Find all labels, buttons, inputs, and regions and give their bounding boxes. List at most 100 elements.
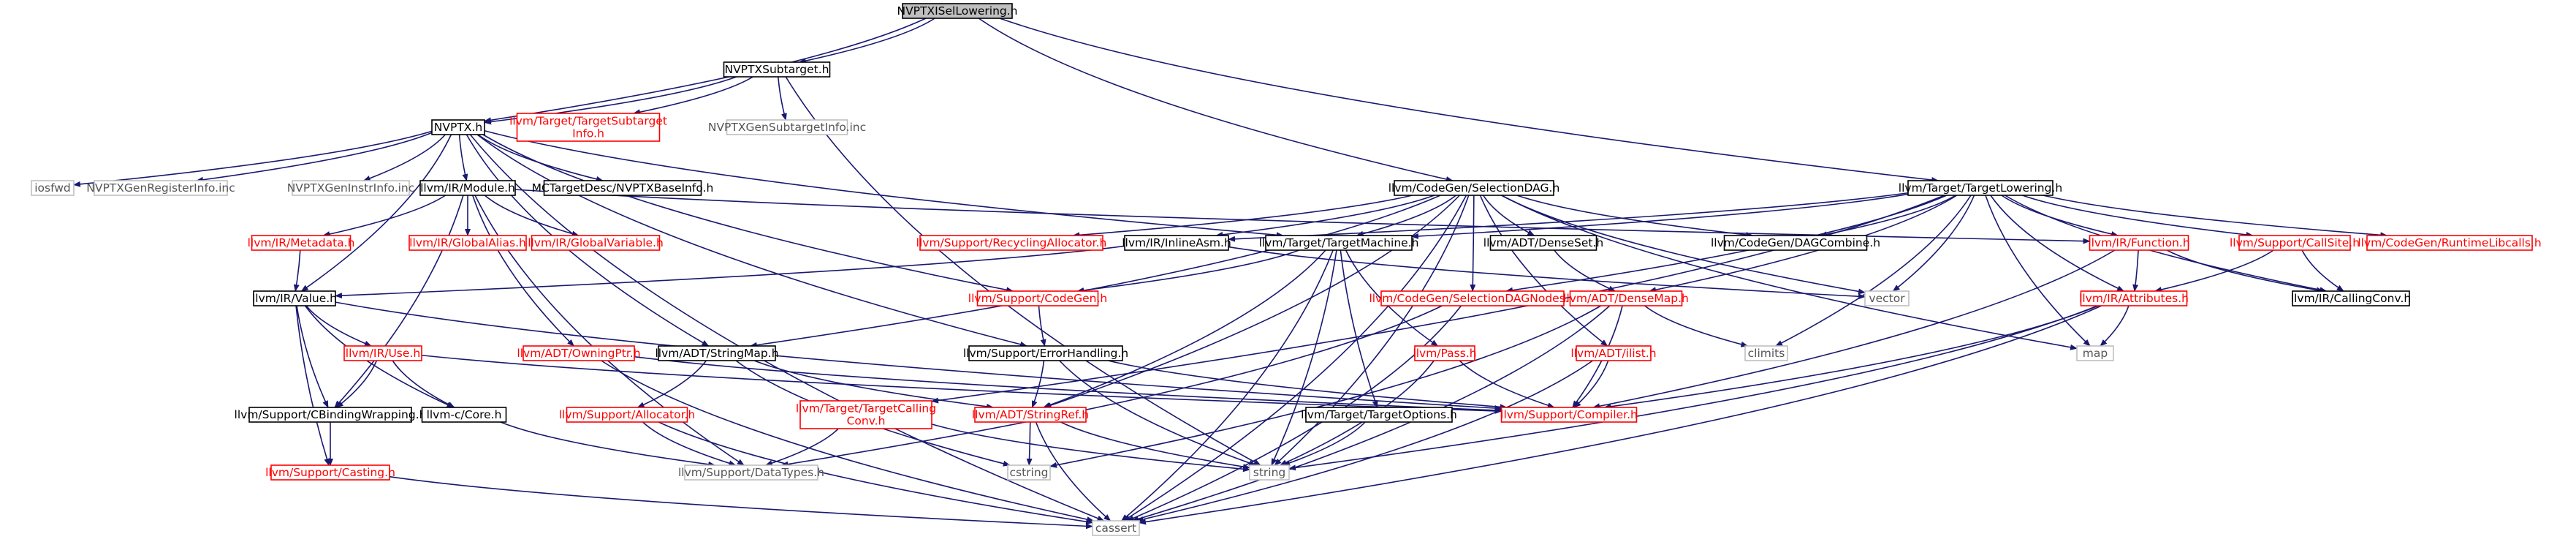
- node-label: llvm-c/Core.h: [427, 408, 502, 421]
- node-nvptx[interactable]: NVPTX.h: [431, 119, 485, 135]
- node-ccore[interactable]: llvm-c/Core.h: [421, 407, 507, 423]
- node-value[interactable]: llvm/IR/Value.h: [252, 290, 337, 306]
- node-box: [799, 400, 932, 429]
- node-callconv[interactable]: llvm/IR/CallingConv.h: [2291, 290, 2411, 306]
- node-denseset[interactable]: llvm/ADT/DenseSet.h: [1483, 235, 1603, 251]
- node-geninstr: NVPTXGenInstrInfo.inc: [287, 180, 414, 196]
- edge-denseset-to-densemap: [1554, 249, 1616, 292]
- node-tgtlower[interactable]: llvm/Target/TargetLowering.h: [1899, 180, 2062, 196]
- node-label: llvm/Target/TargetOptions.h: [1301, 408, 1457, 421]
- edge-tgtlower-to-map: [1985, 195, 2091, 347]
- node-box: [270, 464, 390, 481]
- node-label: llvm/ADT/StringRef.h: [972, 408, 1089, 421]
- edge-seldag-to-dagcombine: [1516, 195, 1754, 238]
- node-dagcombine[interactable]: llvm/CodeGen/DAGCombine.h: [1711, 235, 1880, 251]
- edge-tgtlower-to-tgtmach: [1411, 193, 1909, 239]
- node-ilist[interactable]: llvm/ADT/ilist.h: [1570, 345, 1657, 361]
- node-label: llvm/Support/CallSite.h: [2230, 236, 2360, 249]
- node-pass[interactable]: llvm/Pass.h: [1413, 345, 1477, 361]
- node-gvar[interactable]: llvm/IR/GlobalVariable.h: [528, 235, 664, 251]
- node-compiler[interactable]: llvm/Support/Compiler.h: [1500, 407, 1638, 423]
- edge-nvptx-to-codegen: [482, 134, 1014, 293]
- node-galias[interactable]: llvm/IR/GlobalAlias.h: [409, 235, 527, 251]
- edge-tgtlower-to-callsite: [2022, 195, 2254, 238]
- node-box: [421, 407, 507, 423]
- node-label: map: [2083, 347, 2108, 360]
- edge-tgtmach-to-cassert: [1121, 249, 1334, 522]
- node-sdnodes[interactable]: llvm/CodeGen/SelectionDAGNodes.h: [1369, 290, 1576, 306]
- edge-ccore-to-datatypes: [500, 421, 716, 467]
- node-box: [976, 290, 1099, 306]
- edge-value-to-casting: [295, 305, 330, 466]
- node-tgtopts[interactable]: llvm/Target/TargetOptions.h: [1301, 407, 1457, 423]
- node-box: [94, 180, 228, 196]
- node-box: [523, 345, 635, 361]
- node-box: [566, 407, 688, 423]
- node-densemap[interactable]: llvm/ADT/DenseMap.h: [1563, 290, 1689, 306]
- node-label: NVPTXGenRegisterInfo.inc: [86, 181, 235, 195]
- node-label: NVPTXGenSubtargetInfo.inc: [708, 121, 866, 134]
- node-function[interactable]: llvm/IR/Function.h: [2088, 235, 2190, 251]
- node-label: llvm/IR/Attributes.h: [2079, 292, 2189, 305]
- node-label: llvm/ADT/OwningPtr.h: [517, 347, 640, 360]
- node-label: llvm/ADT/StringMap.h: [655, 347, 778, 360]
- edge-tgtlower-to-rtlibcalls: [2043, 195, 2388, 238]
- edge-nvptx-to-mcbase: [477, 134, 604, 182]
- node-attributes[interactable]: llvm/IR/Attributes.h: [2079, 290, 2189, 306]
- node-casting[interactable]: llvm/Support/Casting.h: [265, 464, 395, 481]
- node-owningptr[interactable]: llvm/ADT/OwningPtr.h: [517, 345, 641, 361]
- edge-stringmap-to-stringref: [753, 360, 994, 410]
- node-box: [1864, 290, 1910, 306]
- node-label: llvm/Support/Allocator.h: [559, 408, 696, 421]
- node-label: llvm/Target/TargetMachine.h: [1259, 236, 1419, 249]
- node-root[interactable]: NVPTXISelLowering.h: [897, 3, 1018, 19]
- node-subtarget[interactable]: NVPTXSubtarget.h: [723, 61, 831, 78]
- edge-densemap-to-climits: [1644, 305, 1749, 347]
- node-box: [1305, 407, 1453, 423]
- edge-module-to-owningptr: [471, 195, 574, 347]
- node-climits: climits: [1744, 345, 1788, 361]
- node-box: [1489, 235, 1597, 251]
- edge-use-to-compiler: [421, 354, 1502, 414]
- edge-module-to-datatypes: [474, 195, 745, 466]
- edge-seldag-to-vector: [1501, 195, 1866, 295]
- node-mcbase[interactable]: MCTargetDesc/NVPTXBaseInfo.h: [532, 180, 714, 196]
- node-recycl[interactable]: llvm/Support/RecyclingAllocator.h: [916, 235, 1107, 251]
- edge-function-to-compiler: [1592, 249, 2116, 410]
- edge-tgtmach-to-codegen: [1076, 249, 1300, 293]
- node-metadata[interactable]: llvm/IR/Metadata.h: [248, 235, 355, 251]
- node-stringmap[interactable]: llvm/ADT/StringMap.h: [655, 345, 779, 361]
- node-errhandling[interactable]: llvm/Support/ErrorHandling.h: [963, 345, 1128, 361]
- edge-seldag-to-stringref: [1044, 195, 1460, 408]
- node-callsite[interactable]: llvm/Support/CallSite.h: [2230, 235, 2360, 251]
- node-allocator[interactable]: llvm/Support/Allocator.h: [559, 407, 696, 423]
- node-rtlibcalls[interactable]: llvm/CodeGen/RuntimeLibcalls.h: [2357, 235, 2542, 251]
- node-label: llvm/IR/Value.h: [252, 292, 337, 305]
- node-cbinding[interactable]: llvm/Support/CBindingWrapping.h: [235, 407, 427, 423]
- node-label: llvm/CodeGen/SelectionDAG.h: [1388, 181, 1560, 195]
- node-inlineasm[interactable]: llvm/IR/InlineAsm.h: [1122, 235, 1231, 251]
- edge-callsite-to-callconv: [2301, 249, 2344, 292]
- edge-tgtlower-to-inlineasm: [1228, 192, 1909, 242]
- edge-seldag-to-recycl: [1072, 195, 1413, 238]
- node-label: llvm/CodeGen/DAGCombine.h: [1711, 236, 1880, 249]
- node-module[interactable]: llvm/IR/Module.h: [419, 180, 516, 196]
- node-box: [343, 345, 422, 361]
- node-stringref[interactable]: llvm/ADT/StringRef.h: [972, 407, 1089, 423]
- node-label: llvm/IR/CallingConv.h: [2291, 292, 2411, 305]
- node-box: [974, 407, 1087, 423]
- node-box: [516, 113, 661, 142]
- node-label: llvm/Support/DataTypes.h: [678, 466, 824, 479]
- node-use[interactable]: llvm/IR/Use.h: [343, 345, 422, 361]
- node-codegen[interactable]: llvm/Support/CodeGen.h: [968, 290, 1107, 306]
- node-genreg: NVPTXGenRegisterInfo.inc: [86, 180, 235, 196]
- edge-tgtopts-to-string: [1283, 421, 1366, 466]
- node-box: [2238, 235, 2351, 251]
- node-tgtmach[interactable]: llvm/Target/TargetMachine.h: [1259, 235, 1419, 251]
- edge-tgtlower-to-attributes: [1990, 195, 2124, 292]
- node-label: NVPTXISelLowering.h: [897, 4, 1017, 18]
- node-seldag[interactable]: llvm/CodeGen/SelectionDAG.h: [1388, 180, 1560, 196]
